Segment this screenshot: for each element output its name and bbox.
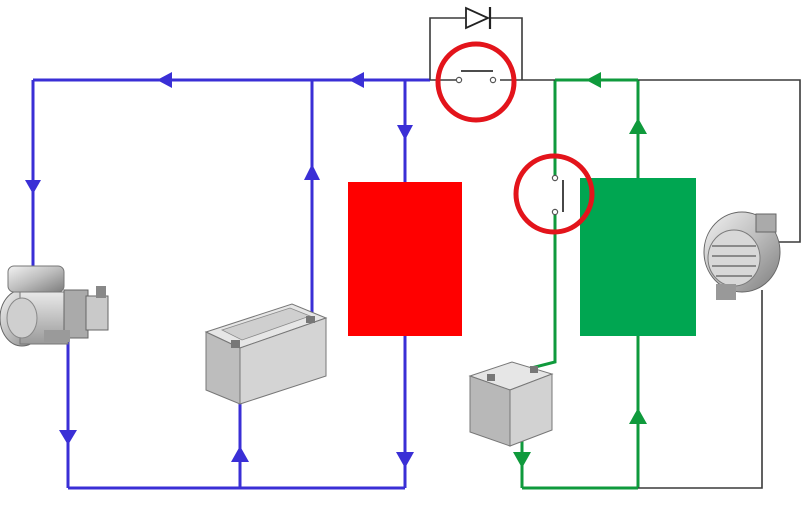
green-aux-battery-feed bbox=[491, 215, 557, 380]
diode-bypass bbox=[429, 17, 523, 80]
arrow-down-icon bbox=[397, 125, 413, 140]
arrow-left-icon bbox=[586, 72, 601, 88]
car-battery-icon bbox=[204, 303, 328, 405]
middle-switch bbox=[551, 174, 564, 216]
arrow-up-icon bbox=[629, 118, 647, 134]
secondary-flow-arrows bbox=[513, 72, 647, 468]
arrow-down-icon bbox=[25, 180, 41, 194]
arrow-left-icon bbox=[349, 72, 364, 88]
green-load-block bbox=[580, 178, 696, 336]
top-switch-highlight-ring bbox=[435, 41, 517, 123]
arrow-down-icon bbox=[396, 452, 414, 468]
alternator-ground bbox=[638, 290, 763, 489]
arrow-up-icon bbox=[304, 164, 320, 180]
alternator-output bbox=[638, 79, 801, 243]
diode-symbol bbox=[465, 6, 492, 30]
starter-motor-icon bbox=[0, 265, 109, 347]
arrow-down-icon bbox=[59, 430, 77, 445]
thin-wiring bbox=[429, 17, 801, 489]
top-switch bbox=[430, 70, 497, 84]
arrow-left-icon bbox=[157, 72, 172, 88]
arrow-up-icon bbox=[231, 446, 249, 462]
red-load-block bbox=[348, 182, 462, 336]
small-battery-icon bbox=[468, 361, 554, 447]
arrow-down-icon bbox=[513, 452, 531, 468]
arrow-up-icon bbox=[629, 408, 647, 424]
middle-switch-highlight-ring bbox=[513, 153, 595, 235]
primary-flow-arrows bbox=[25, 72, 414, 468]
alternator-icon bbox=[703, 211, 781, 300]
